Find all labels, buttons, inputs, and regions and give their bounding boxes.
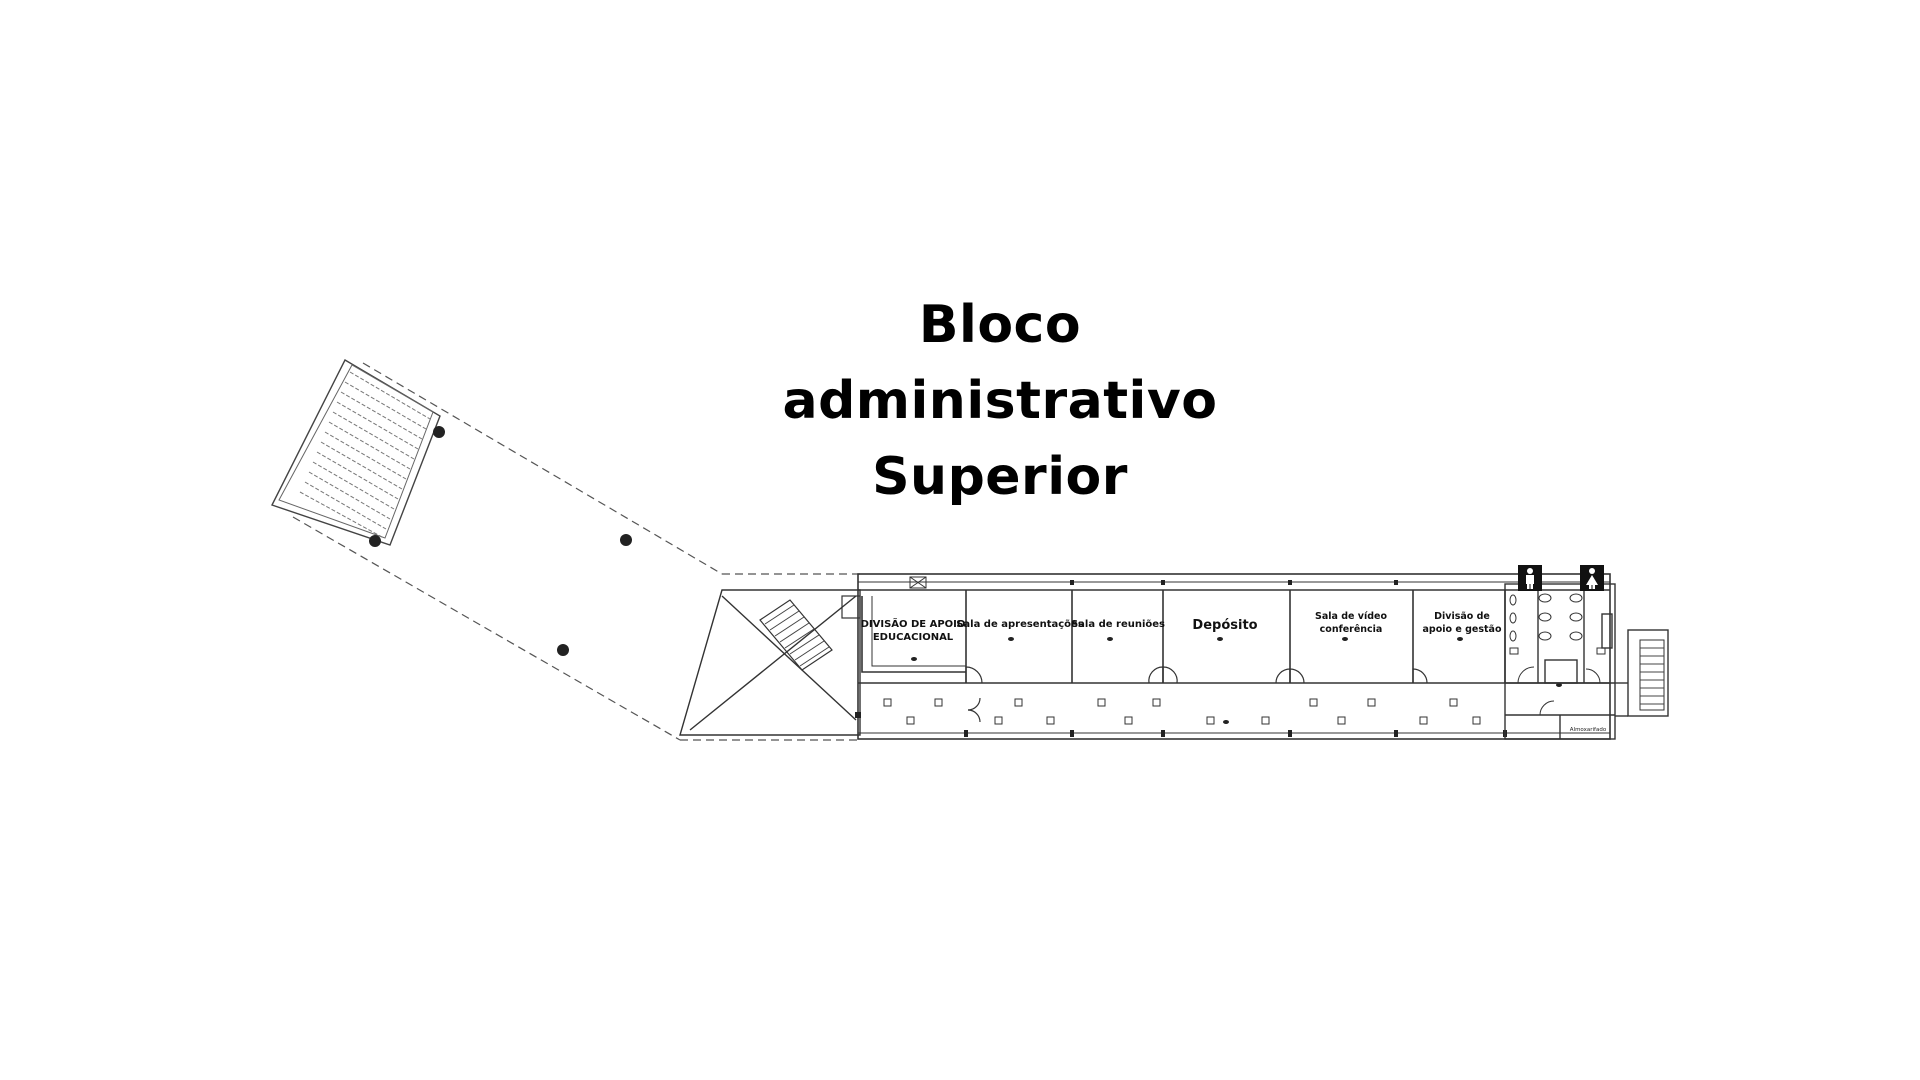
external-stair bbox=[1615, 629, 1669, 717]
external-stair-treads bbox=[1640, 647, 1664, 705]
male-restroom-icon bbox=[1518, 565, 1542, 591]
room-label-divisao-apoio-educacional-2: EDUCACIONAL bbox=[873, 632, 954, 643]
service-block bbox=[1504, 583, 1616, 740]
stair-block bbox=[679, 589, 861, 736]
room-label-divisao-apoio-gestao-1: Divisão de bbox=[1434, 611, 1490, 622]
equipment-box bbox=[909, 576, 927, 589]
ceiling-fan-marks bbox=[911, 637, 1562, 724]
room-label-almoxarifado: Almoxarifado bbox=[1570, 727, 1607, 733]
title-line-2: administrativo bbox=[782, 371, 1218, 431]
balcony-hatching bbox=[299, 371, 431, 538]
corridor-light-fixtures bbox=[883, 698, 1481, 725]
room-label-divisao-apoio-gestao-2: apoio e gestão bbox=[1423, 624, 1502, 635]
room-label-divisao-apoio-educacional-1: DIVISÃO DE APOIO bbox=[861, 617, 966, 630]
room-label-sala-video-1: Sala de vídeo bbox=[1315, 611, 1387, 622]
title-line-1: Bloco bbox=[918, 295, 1082, 355]
door-swings bbox=[965, 666, 1428, 723]
columns bbox=[369, 426, 632, 656]
angled-wing bbox=[271, 359, 860, 741]
room-label-sala-video-2: conferência bbox=[1320, 624, 1383, 635]
stair-treads bbox=[764, 604, 830, 667]
main-block-outline bbox=[857, 573, 1611, 740]
female-restroom-icon bbox=[1580, 565, 1604, 591]
page-title: Bloco administrativo Superior bbox=[700, 287, 1300, 515]
wall-column-marks bbox=[855, 580, 1507, 737]
room-label-sala-apresentacoes: Sala de apresentações bbox=[956, 619, 1084, 630]
room-label-sala-reunioes: Sala de reuniões bbox=[1071, 619, 1165, 630]
toilet-fixtures bbox=[1509, 593, 1606, 716]
title-line-3: Superior bbox=[872, 447, 1128, 507]
room-label-deposito: Depósito bbox=[1192, 618, 1257, 633]
